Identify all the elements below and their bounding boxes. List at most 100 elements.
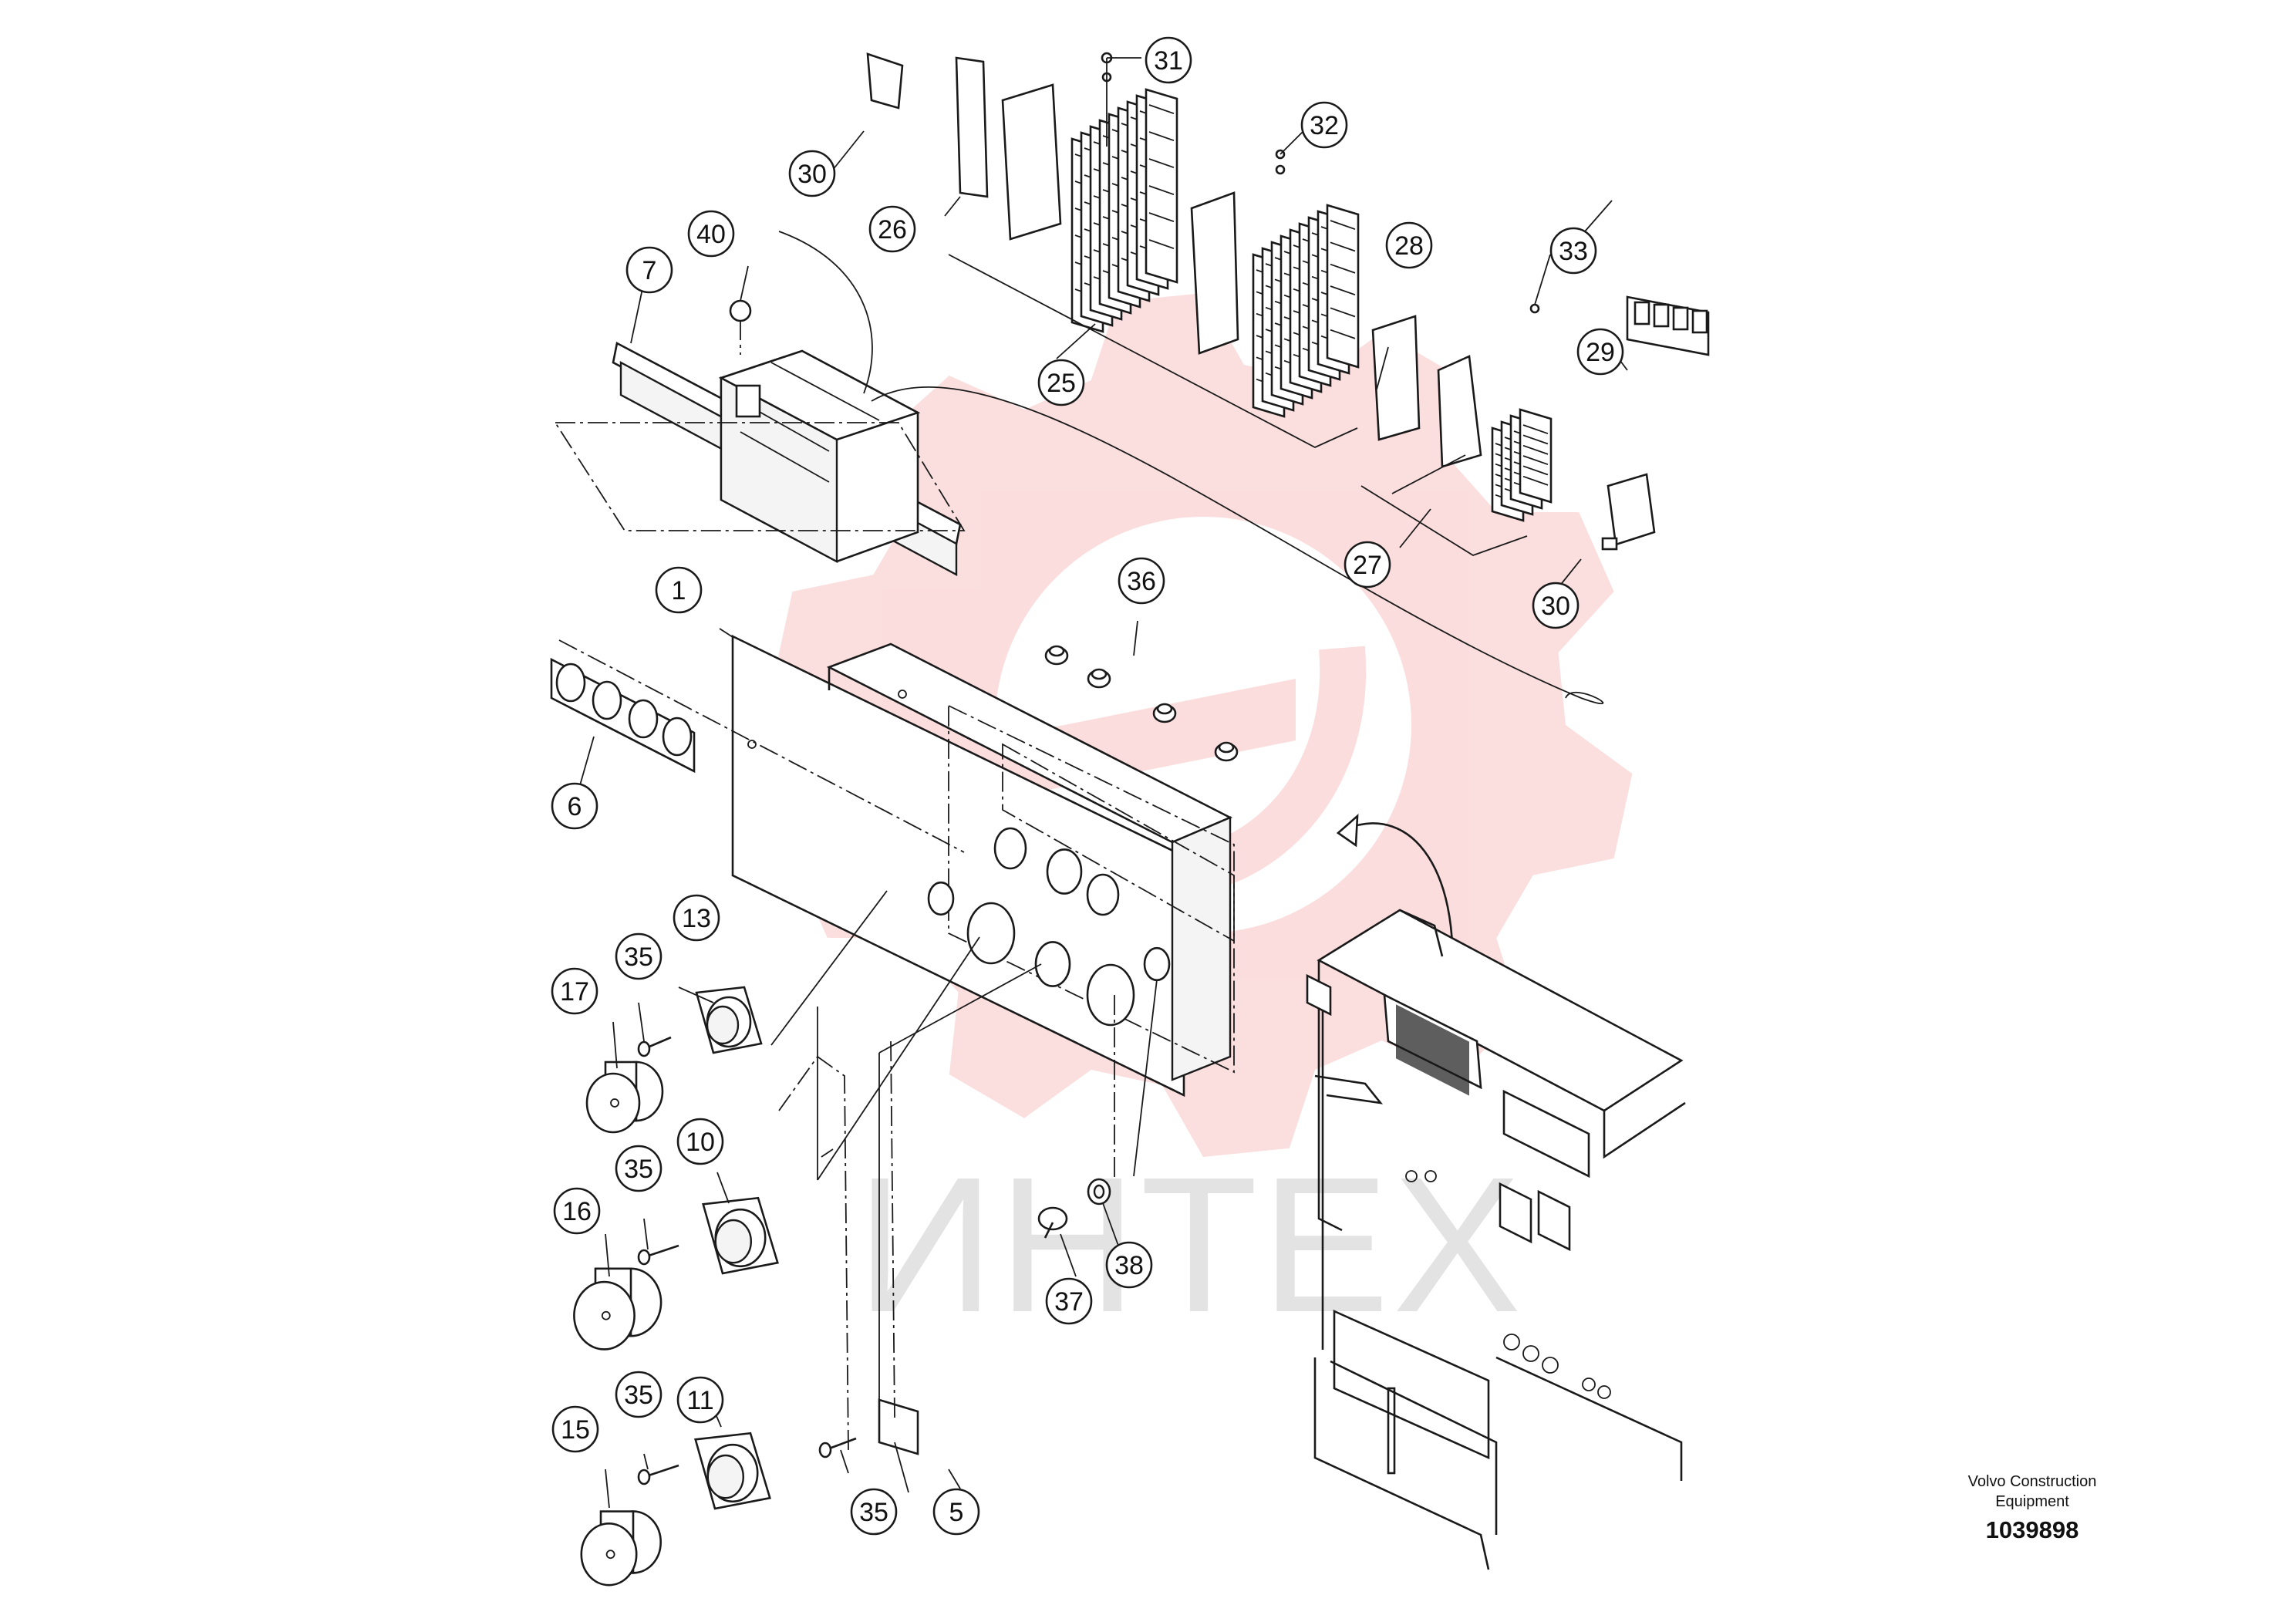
leader-line: [638, 1002, 645, 1042]
terminal-block-rib: [1148, 185, 1175, 196]
callout-number: 35: [624, 943, 653, 972]
callout-number: 37: [1054, 1287, 1084, 1317]
callout-37: 37: [1045, 1277, 1093, 1325]
panel-cutout-hole: [1086, 963, 1135, 1027]
callout-bubble: [1105, 1241, 1153, 1289]
terminal-block-rib: [1330, 241, 1356, 252]
dust-cap-face: [573, 1280, 636, 1351]
screw-head: [637, 1249, 651, 1266]
callout-bubble: [1300, 101, 1348, 149]
terminal-block-rib: [1522, 455, 1549, 466]
leader-line: [612, 1021, 618, 1069]
callout-number: 5: [949, 1498, 964, 1527]
leader-line: [878, 963, 1042, 1054]
bolt-shank: [1043, 1222, 1054, 1239]
callout-number: 35: [859, 1498, 888, 1527]
panel-cutout-hole: [927, 881, 955, 916]
callout-bubble: [551, 1405, 599, 1453]
callout-bubble: [1576, 328, 1624, 376]
mounting-hole: [747, 740, 757, 749]
callout-bubble: [676, 1118, 724, 1165]
gasket-hole: [628, 699, 659, 739]
callout-number: 29: [1586, 338, 1615, 367]
callout-1: 1: [655, 566, 703, 614]
connector-face: [706, 1454, 744, 1499]
leader-line: [716, 1172, 730, 1204]
callout-11: 11: [676, 1376, 724, 1424]
nut-top: [1218, 741, 1235, 754]
callout-bubble: [932, 1488, 980, 1536]
terminal-block-rib: [1148, 158, 1175, 169]
washer-hole: [1093, 1184, 1105, 1199]
leader-line: [1584, 200, 1613, 232]
callout-bubble: [1037, 359, 1085, 406]
brand-line-2: Equipment: [1995, 1493, 2069, 1510]
callout-35: 35: [615, 1145, 663, 1192]
callout-number: 38: [1114, 1251, 1144, 1280]
terminal-block-rib: [1330, 263, 1356, 274]
callout-29: 29: [1576, 328, 1624, 376]
callout-number: 26: [878, 215, 907, 244]
callout-13: 13: [673, 894, 720, 942]
callout-bubble: [625, 246, 673, 294]
callout-number: 28: [1394, 231, 1424, 261]
callout-36: 36: [1118, 557, 1165, 605]
dust-cap-center: [601, 1310, 611, 1320]
dust-cap-face: [580, 1523, 638, 1587]
terminal-block: [1326, 204, 1360, 369]
nut-top: [1048, 645, 1065, 657]
leader-line: [678, 986, 714, 1003]
leader-line: [1056, 323, 1096, 359]
nut-top: [1156, 703, 1173, 715]
screw-head: [818, 1442, 832, 1458]
screw-head: [637, 1040, 651, 1057]
callout-25: 25: [1037, 359, 1085, 406]
callout-number: 30: [1541, 592, 1570, 621]
panel-cutout-hole: [1034, 941, 1071, 987]
connector-face: [706, 1005, 740, 1045]
terminal-block-rib: [1522, 444, 1549, 455]
dust-cap-center: [605, 1549, 615, 1560]
callout-35: 35: [615, 1371, 663, 1418]
callout-bubble: [868, 205, 916, 253]
leader-line: [832, 130, 865, 170]
terminal-block-rib: [1330, 329, 1356, 339]
callout-32: 32: [1300, 101, 1348, 149]
leader-line: [1534, 254, 1551, 305]
callout-number: 36: [1127, 567, 1156, 596]
leader-line: [1102, 1202, 1119, 1246]
leader-line: [1133, 979, 1158, 1177]
leader-line: [643, 1218, 649, 1250]
gasket-hole: [662, 717, 693, 757]
leader-line: [1376, 346, 1389, 390]
callout-number: 16: [562, 1197, 592, 1226]
screw-head: [637, 1469, 651, 1485]
panel-cutout-hole: [1086, 873, 1120, 916]
terminal-block-rib: [1522, 424, 1549, 435]
terminal-block-rib: [1522, 465, 1549, 476]
callout-bubble: [1118, 557, 1165, 605]
callout-number: 27: [1353, 551, 1382, 580]
callout-number: 1: [672, 576, 686, 605]
callout-number: 25: [1047, 369, 1076, 398]
callout-bubble: [1344, 541, 1391, 588]
bolt-head: [1037, 1206, 1068, 1231]
leader-line: [605, 1233, 610, 1277]
connector-set: [573, 986, 1111, 1587]
jumper-bar: [1626, 295, 1710, 356]
callout-33: 33: [1549, 227, 1597, 275]
callout-38: 38: [1105, 1241, 1153, 1289]
callout-31: 31: [1145, 36, 1192, 84]
callout-30: 30: [1532, 582, 1580, 629]
gasket-hole: [555, 663, 586, 703]
callout-bubble: [1385, 221, 1433, 269]
gasket-hole: [592, 680, 622, 720]
callout-number: 33: [1559, 237, 1588, 266]
leader-line: [605, 1469, 610, 1509]
callout-bubble: [615, 1371, 663, 1418]
leader-line: [944, 196, 961, 217]
callout-number: 31: [1154, 46, 1183, 76]
callout-30: 30: [788, 150, 836, 197]
terminal-block-group-upper: [866, 52, 1360, 449]
callout-26: 26: [868, 205, 916, 253]
